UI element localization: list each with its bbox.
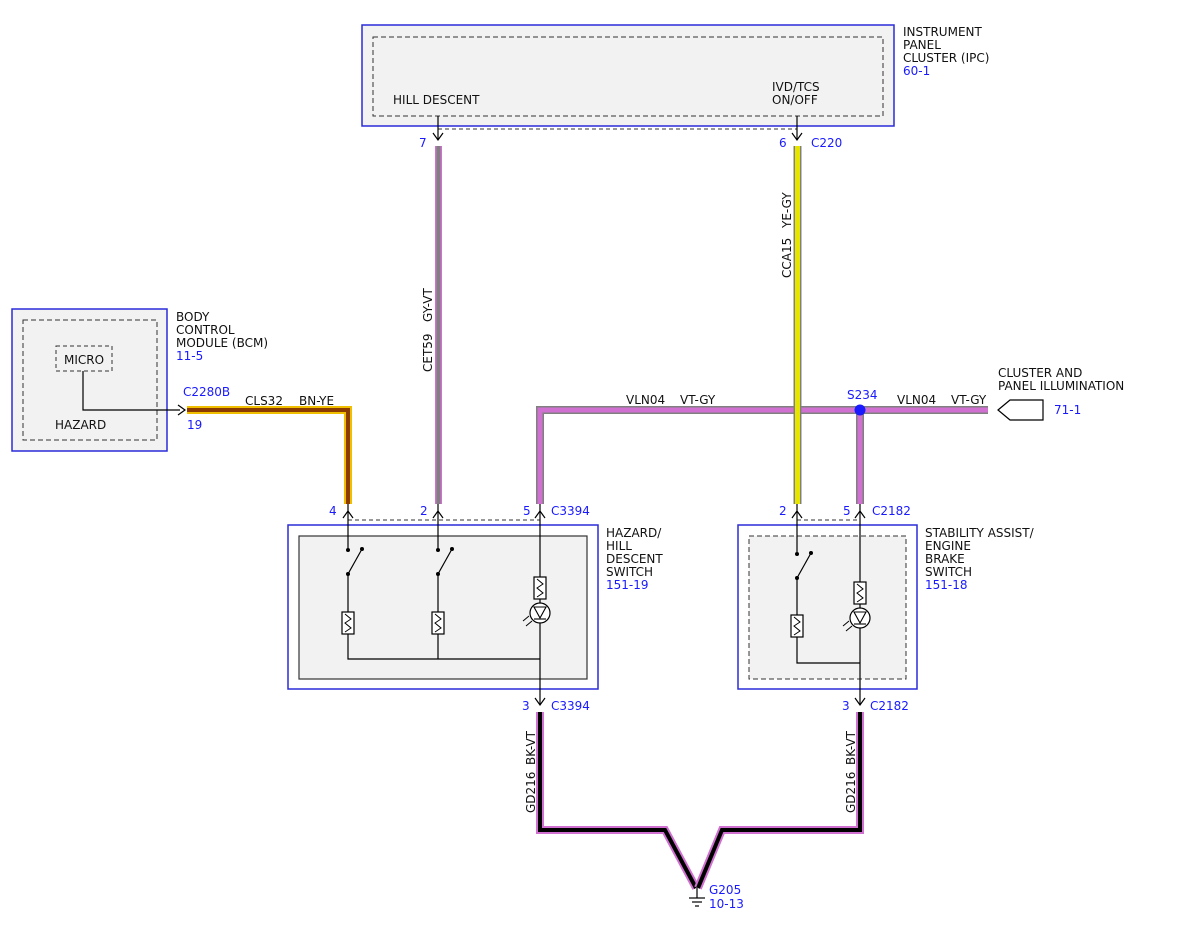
ipc-pin-7-terminal [432,116,444,142]
ground-g205-ref: 10-13 [709,897,744,911]
bcm-module: MICRO HAZARD [11,308,180,452]
stability-switch-name-line3: BRAKE [925,552,965,566]
ipc-name-line1: INSTRUMENT [903,25,982,39]
cluster-illum-name-line2: PANEL ILLUMINATION [998,379,1124,393]
wire-vln04-left-circuit: VLN04 [626,393,665,407]
ipc-pin-6-terminal [791,116,803,142]
hazard-switch-pin-3: 3 [522,699,530,713]
connector-c220: C220 [811,136,842,150]
wire-vln04-right-color: VT-GY [951,393,987,407]
wire-gd216-right [694,712,864,890]
wire-gd216-left [536,712,700,890]
ipc-pin-6: 6 [779,136,787,150]
bcm-name-line3: MODULE (BCM) [176,336,268,350]
connector-c3394-bottom: C3394 [551,699,590,713]
splice-s234 [854,404,866,416]
wire-cca15 [793,146,802,504]
bcm-pin-19-terminal [177,404,187,416]
stability-switch-ref: 151-18 [925,578,968,592]
hazard-switch-ref: 151-19 [606,578,649,592]
wire-gd216-left-color: BK-VT [524,730,538,765]
wire-gd216-right-circuit: GD216 [844,772,858,813]
ipc-module: HILL DESCENT IVD/TCS ON/OFF [361,24,895,127]
wire-vln04-right-circuit: VLN04 [897,393,936,407]
wire-vln04-left-color: VT-GY [680,393,716,407]
bcm-name-line1: BODY [176,310,210,324]
hazard-switch-name-line3: DESCENT [606,552,663,566]
cluster-illum-ref: 71-1 [1054,403,1081,417]
hazard-switch-name-line2: HILL [606,539,632,553]
stability-assist-switch [737,504,918,707]
connector-c2182-bottom: C2182 [870,699,909,713]
ground-g205-label: G205 [709,883,741,897]
cluster-illum-name-line1: CLUSTER AND [998,366,1082,380]
wire-cls32-circuit: CLS32 [245,394,283,408]
wire-cca15-circuit: CCA15 [780,238,794,278]
ipc-ref: 60-1 [903,64,930,78]
wire-gd216-left-circuit: GD216 [524,772,538,813]
hazard-switch-name-line4: SWITCH [606,565,653,579]
wire-cls32-color: BN-YE [299,394,334,408]
ipc-ivd-label-line1: IVD/TCS [772,80,820,94]
wire-cet59-color: GY-VT [421,288,435,322]
connector-c2182-top: C2182 [872,504,911,518]
bcm-micro-label: MICRO [64,353,104,367]
wire-cet59 [435,146,442,504]
stability-switch-pin-2: 2 [779,504,787,518]
ipc-ivd-label-line2: ON/OFF [772,93,818,107]
wire-cet59-circuit: CET59 [421,333,435,372]
hazard-switch-pin-2: 2 [420,504,428,518]
connector-c2280b: C2280B [183,385,230,399]
bcm-hazard-label: HAZARD [55,418,106,432]
stability-switch-name-line2: ENGINE [925,539,971,553]
splice-s234-label: S234 [847,388,878,402]
ground-g205-icon [689,888,705,907]
stability-switch-pin-3: 3 [842,699,850,713]
wire-vln04-right [856,406,988,504]
stability-switch-pin-5: 5 [843,504,851,518]
wire-gd216-right-color: BK-VT [844,730,858,765]
wire-cls32 [187,406,352,504]
wire-vln04-left [536,406,860,504]
ipc-name-line3: CLUSTER (IPC) [903,51,989,65]
bcm-pin-19: 19 [187,418,202,432]
connector-c3394-top: C3394 [551,504,590,518]
hazard-switch-pin-5: 5 [523,504,531,518]
hazard-switch-name-line1: HAZARD/ [606,526,662,540]
ipc-name-line2: PANEL [903,38,941,52]
stability-switch-name-line4: SWITCH [925,565,972,579]
hazard-switch-pin-4: 4 [329,504,337,518]
wire-cca15-color: YE-GY [780,192,794,229]
bcm-ref: 11-5 [176,349,203,363]
hazard-hill-descent-switch [287,504,599,707]
ipc-hill-descent-label: HILL DESCENT [393,93,480,107]
stability-switch-name-line1: STABILITY ASSIST/ [925,526,1035,540]
cluster-illumination-connector [997,399,1044,421]
bcm-name-line2: CONTROL [176,323,235,337]
ipc-pin-7: 7 [419,136,427,150]
